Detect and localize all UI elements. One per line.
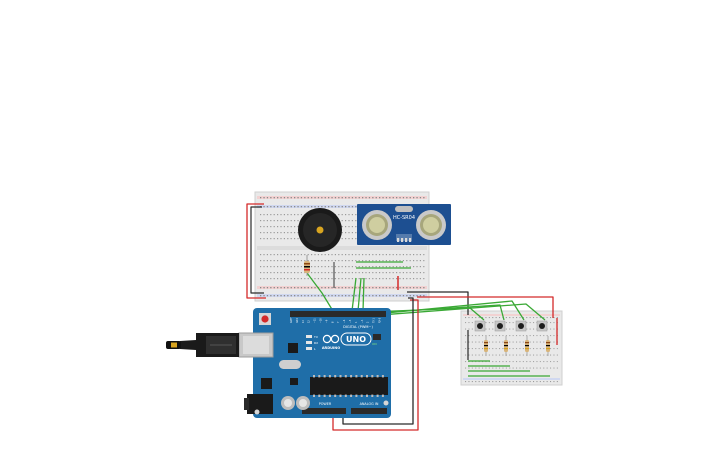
on-label: ON [372,342,377,346]
wire-green-buzzer [362,277,365,312]
wire-black-power [342,297,414,425]
icsp-header [373,334,381,340]
breadboard-center-channel [257,246,427,250]
digital-pin-label: ~10 [320,318,323,323]
crystal-oscillator [279,360,301,369]
digital-pin-label: GND [296,318,299,323]
digital-pin-label: 7 [337,321,340,323]
sensor-pin-echo[interactable] [405,238,408,242]
resistor-button-3[interactable] [525,336,529,356]
sensor-pin-gnd[interactable] [409,238,412,242]
mount-hole-2 [254,409,260,415]
wire-green-trig [351,277,357,312]
wire-green-resistor [306,272,334,312]
sensor-pin-trig[interactable] [401,238,404,242]
sensor-crystal [395,206,413,212]
analog-header[interactable] [351,408,387,414]
tx-label: TX [313,335,318,339]
digital-pin-label: ~9 [325,319,328,323]
resistor-button-2[interactable] [504,336,508,356]
resistor-button-1[interactable] [484,336,488,356]
digital-pin-label: RX 0 [379,317,382,323]
mount-hole [383,400,389,406]
voltage-regulator [261,378,272,389]
digital-header[interactable] [290,311,386,317]
buzzer-center [316,226,324,234]
sensor-pin-vcc[interactable] [397,238,400,242]
chip-pins [313,375,384,397]
power-header[interactable] [302,408,346,414]
digital-pin-label: TX 1 [373,317,376,323]
wire-red-rail [246,203,266,299]
piezo-buzzer[interactable] [298,208,342,252]
wire-red-power [332,299,419,431]
wire-black-rail [250,206,264,294]
wire-green-echo [357,277,362,312]
arduino-logo: UNO ARDUINO [322,332,372,350]
wires [246,203,558,431]
digital-pin-label: 4 [355,321,358,323]
digital-label: DIGITAL (PWM~) [343,325,373,329]
wire-green-btn3 [375,300,525,321]
breadboard-holes [260,197,425,297]
digital-pin-label: 12 [308,320,311,323]
digital-pin-label: ~3 [361,319,364,323]
pushbutton-2[interactable] [494,320,506,332]
pushbutton-1[interactable] [474,320,486,332]
digital-pin-label: 2 [367,321,370,323]
resistor-button-4[interactable] [546,336,550,356]
power-jack[interactable] [247,394,273,414]
digital-pin-label: AREF [290,317,293,323]
small-power-rail [463,314,560,316]
tx-led [306,335,312,338]
rx-label: RX [314,341,318,345]
digital-pin-label: ~5 [349,319,352,323]
sensor-label: HC-SR04 [393,215,415,221]
l-led [306,347,312,350]
brand-label: ARDUINO [322,346,340,350]
digital-pin-label: ~11 [314,318,317,323]
wire-green-btn4 [379,303,546,321]
sensor-pins [397,238,412,242]
wire-red-5v-run [417,296,554,318]
usb-chip [288,343,298,353]
digital-pin-label: 13 [302,320,305,323]
rx-led [306,341,312,344]
small-chip [290,378,298,385]
digital-pin-label: 8 [331,321,334,323]
usb-cable[interactable] [166,333,239,357]
ultrasonic-sensor[interactable]: HC-SR04 [357,204,451,245]
small-ground-rail [463,378,560,380]
analog-label: ANALOG IN [360,402,379,406]
resistor-buzzer[interactable] [304,255,310,276]
atmega-chip [310,377,388,395]
pushbutton-4[interactable] [536,320,548,332]
pushbuttons [474,320,550,356]
power-label: POWER [319,402,332,406]
digital-pin-label: ~6 [343,319,346,323]
pushbutton-3[interactable] [515,320,527,332]
l-label: L [314,347,316,351]
model-label: UNO [346,335,366,344]
